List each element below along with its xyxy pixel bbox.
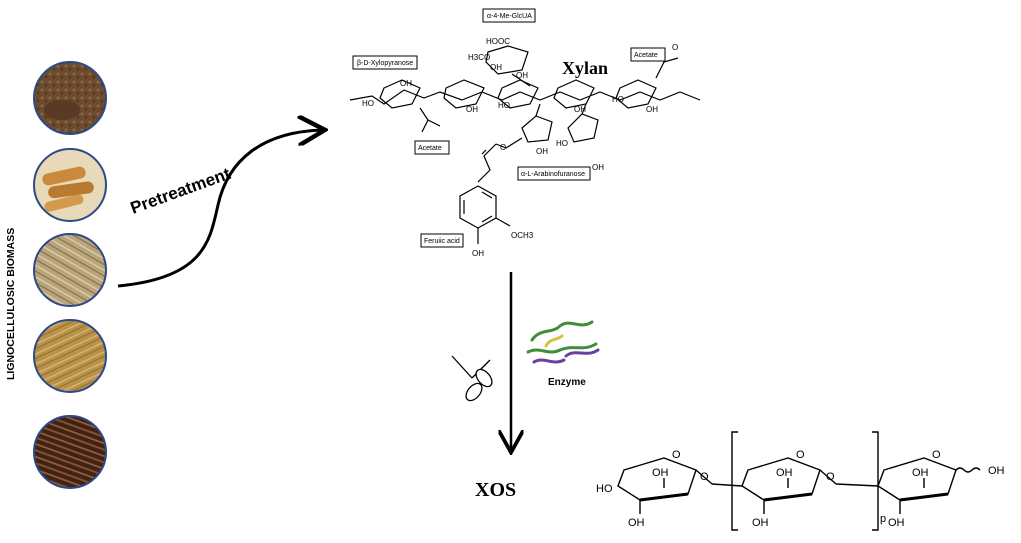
enzyme-icon (526, 320, 600, 364)
xos-o-ring-2: O (796, 449, 805, 461)
oh-group-6: OH (592, 163, 604, 172)
label-acetate-top: Acetate (630, 47, 666, 62)
label-ferulic-acid: Feruiic acid (420, 233, 464, 248)
xylan-structure (349, 45, 701, 244)
svg-text:α-4-Me-GlcUA: α-4-Me-GlcUA (487, 13, 532, 20)
label-acetate-bottom: Acetate (414, 140, 450, 155)
svg-text:α-L-Arabinofuranose: α-L-Arabinofuranose (521, 171, 585, 178)
o-group-acetate: O (672, 43, 678, 52)
label-methyl-glcua: α-4-Me-GlcUA (482, 8, 536, 23)
biomass-straw-image (33, 233, 107, 307)
lignocellulosic-biomass-label: LIGNOCELLULOSIC BIOMASS (5, 228, 17, 380)
biomass-corncob-image (33, 148, 107, 222)
oh-group-4: OH (646, 105, 658, 114)
pretreatment-arrow (117, 130, 322, 288)
oh-group-glcua-1: OH (490, 63, 502, 72)
ho-group-2: HO (498, 101, 510, 110)
xos-oh-5: OH (888, 517, 905, 529)
h3co-group: H3CO (468, 53, 490, 62)
oh-group-3: OH (574, 105, 586, 114)
oh-group-glcua-2: OH (516, 71, 528, 80)
xos-ho-1: HO (596, 483, 613, 495)
scissors-icon (451, 355, 493, 402)
xos-oh-3: OH (752, 517, 769, 529)
xylan-title: Xylan (562, 58, 608, 78)
xos-o-link-2: O (826, 471, 835, 483)
svg-text:Feruiic acid: Feruiic acid (424, 238, 460, 245)
xos-oh-7: OH (988, 465, 1005, 477)
label-xylopyranose: β-D-Xylopyranose (352, 55, 418, 70)
svg-text:Acetate: Acetate (418, 145, 442, 152)
enzyme-label: Enzyme (548, 377, 586, 388)
xos-oh-4: OH (776, 467, 793, 479)
oh-group-1: OH (400, 79, 412, 88)
xos-oh-2: OH (652, 467, 669, 479)
ho-group-1: HO (362, 99, 374, 108)
xylan-chem-labels: HOOC H3CO OH OH HO OH OH HO OH HO OH OH … (362, 37, 678, 258)
xos-o-link-1: O (700, 471, 709, 483)
o-group-ester: O (500, 143, 506, 152)
oh-group-2: OH (466, 105, 478, 114)
xos-structure (617, 431, 981, 531)
biomass-images (33, 61, 107, 489)
ho-group-3: HO (612, 95, 624, 104)
svg-text:β-D-Xylopyranose: β-D-Xylopyranose (357, 60, 413, 67)
ho-group-4: HO (556, 139, 568, 148)
xos-oh-6: OH (912, 467, 929, 479)
xos-repeat-subscript: p (880, 513, 886, 525)
biomass-soil-image (33, 61, 107, 135)
xos-title: XOS (475, 479, 516, 501)
hooc-group: HOOC (486, 37, 510, 46)
svg-text:Acetate: Acetate (634, 52, 658, 59)
oh-group-phenol: OH (472, 249, 484, 258)
och3-group: OCH3 (511, 231, 534, 240)
oh-group-5: OH (536, 147, 548, 156)
xos-oh-1: OH (628, 517, 645, 529)
xos-o-ring-3: O (932, 449, 941, 461)
xos-labels: HO OH OH O O OH OH O O OH OH O OH p (596, 449, 1005, 529)
biomass-bagasse-image (33, 319, 107, 393)
biomass-twigs-image (33, 415, 107, 489)
xos-o-ring-1: O (672, 449, 681, 461)
label-arabinofuranose: α-L-Arabinofuranose (517, 166, 591, 181)
